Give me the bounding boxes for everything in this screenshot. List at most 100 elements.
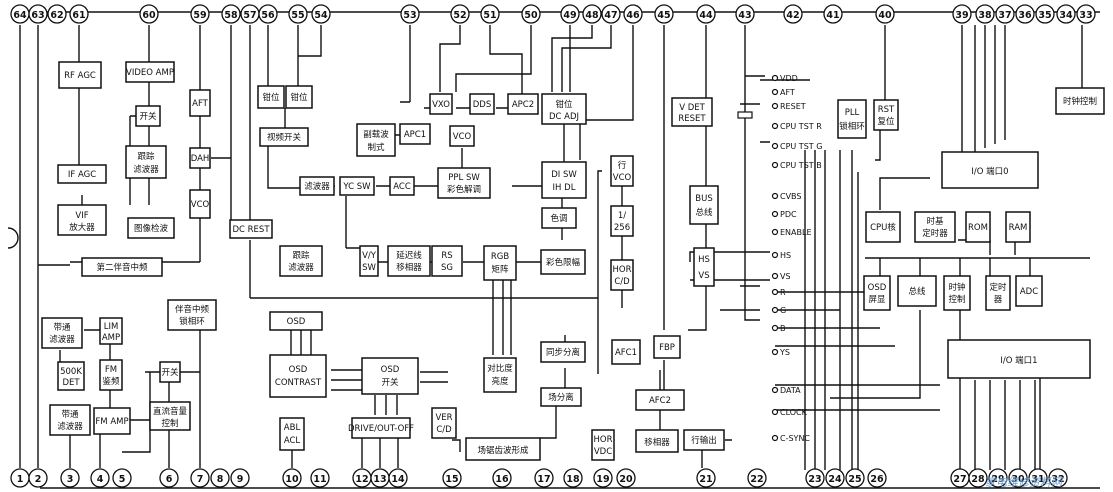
svg-text:亮度: 亮度: [491, 376, 509, 387]
block-fm-amp: FM AMP: [93, 407, 131, 435]
svg-text:开关: 开关: [161, 367, 179, 378]
pin-17: 17: [534, 468, 554, 488]
pin-34: 34: [1056, 4, 1076, 24]
svg-text:I/O 端口1: I/O 端口1: [1000, 355, 1037, 366]
block-apc2: APC2: [507, 93, 539, 115]
svg-text:VIDEO AMP: VIDEO AMP: [126, 68, 174, 78]
pin-18: 18: [563, 468, 583, 488]
svg-text:总线: 总线: [695, 207, 713, 218]
pin-60: 60: [139, 4, 159, 24]
svg-text:I/O 端口0: I/O 端口0: [971, 166, 1008, 177]
pin-3: 3: [60, 468, 80, 488]
svg-text:59: 59: [193, 10, 206, 21]
pin-61: 61: [69, 4, 89, 24]
svg-text:48: 48: [585, 10, 599, 21]
svg-text:53: 53: [403, 10, 416, 21]
pin-49: 49: [560, 4, 580, 24]
pin-12: 12: [352, 468, 372, 488]
svg-text:4: 4: [97, 474, 104, 485]
pin-50: 50: [521, 4, 541, 24]
pin-1: 1: [10, 468, 30, 488]
signal-vs: VS: [780, 272, 791, 281]
svg-text:16: 16: [495, 474, 509, 485]
block-vy-sw: V/YSW: [359, 245, 379, 277]
svg-text:11: 11: [313, 474, 326, 485]
svg-text:ROM: ROM: [968, 223, 988, 233]
svg-text:54: 54: [314, 10, 328, 21]
svg-text:第二伴音中频: 第二伴音中频: [96, 262, 148, 273]
svg-text:LIM: LIM: [104, 322, 119, 332]
block-clamp-a: 钳位: [257, 85, 285, 109]
block-field-saw: 场锯齿波形成: [465, 437, 541, 461]
svg-text:ABL: ABL: [284, 423, 301, 433]
svg-text:彩色限幅: 彩色限幅: [546, 257, 581, 268]
pin-28: 28: [968, 468, 988, 488]
svg-text:VDC: VDC: [594, 447, 612, 457]
svg-text:PPL SW: PPL SW: [448, 173, 480, 183]
svg-text:VS: VS: [698, 271, 709, 281]
svg-text:开关: 开关: [139, 111, 157, 122]
svg-text:AFC2: AFC2: [649, 396, 671, 406]
block-osd: OSD: [269, 311, 323, 331]
svg-text:鉴频: 鉴频: [102, 376, 120, 387]
svg-text:38: 38: [978, 10, 992, 21]
svg-text:RS: RS: [441, 251, 452, 261]
svg-text:AMP: AMP: [102, 333, 120, 343]
pin-55: 55: [288, 4, 308, 24]
pin-36: 36: [1015, 4, 1035, 24]
svg-text:带通: 带通: [61, 409, 79, 420]
signal-vdd: VDD: [780, 74, 798, 83]
signal-pdc: PDC: [780, 210, 797, 219]
svg-text:47: 47: [604, 10, 617, 21]
block-drive: DRIVE/OUT-OFF: [348, 417, 414, 439]
svg-text:放大器: 放大器: [69, 222, 95, 233]
block-vco-b: VCO: [449, 125, 475, 147]
block-phase-shift: 移相器: [635, 429, 679, 453]
pin-51: 51: [480, 4, 500, 24]
pin-56: 56: [258, 4, 278, 24]
signal-labels: VDD AFT RESET CPU TST R CPU TST G CPU TS…: [779, 74, 822, 443]
svg-text:13: 13: [373, 474, 386, 485]
signal-b: B: [780, 324, 786, 333]
svg-text:1/: 1/: [618, 211, 626, 221]
pin-41: 41: [823, 4, 843, 24]
pin-43: 43: [735, 4, 755, 24]
block-bus-b: 总线: [897, 275, 937, 307]
svg-text:5: 5: [119, 474, 126, 485]
svg-text:APC2: APC2: [512, 100, 534, 110]
svg-text:控制: 控制: [161, 418, 178, 429]
svg-text:C/D: C/D: [614, 277, 630, 287]
svg-text:开关: 开关: [381, 377, 399, 388]
svg-text:RF AGC: RF AGC: [64, 71, 96, 81]
svg-text:带通: 带通: [53, 322, 71, 333]
block-image-det: 图像检波: [127, 217, 175, 239]
svg-text:制式: 制式: [367, 142, 385, 153]
svg-text:FM: FM: [105, 365, 117, 375]
block-cpu-core: CPU核: [865, 211, 901, 243]
svg-text:VCO: VCO: [453, 132, 472, 142]
svg-text:移相器: 移相器: [396, 262, 422, 273]
svg-text:定时: 定时: [989, 282, 1007, 293]
pin-24: 24: [825, 468, 845, 488]
svg-text:HOR: HOR: [613, 265, 632, 275]
pin-39: 39: [952, 4, 972, 24]
svg-text:AFC1: AFC1: [615, 348, 637, 358]
svg-text:VER: VER: [435, 413, 452, 423]
svg-text:DDS: DDS: [473, 100, 492, 110]
block-sync-sep: 同步分离: [540, 341, 586, 363]
svg-text:56: 56: [261, 10, 275, 21]
svg-text:64: 64: [13, 10, 27, 21]
svg-text:CONTRAST: CONTRAST: [275, 378, 322, 388]
svg-text:33: 33: [1079, 10, 1092, 21]
svg-text:PLL: PLL: [845, 108, 860, 118]
svg-text:HOR: HOR: [594, 435, 613, 445]
svg-text:IH DL: IH DL: [553, 183, 576, 193]
block-yc-sw: YC SW: [339, 176, 375, 196]
block-io-port0: I/O 端口0: [941, 151, 1039, 189]
svg-text:51: 51: [483, 10, 496, 21]
pin-35: 35: [1035, 4, 1055, 24]
